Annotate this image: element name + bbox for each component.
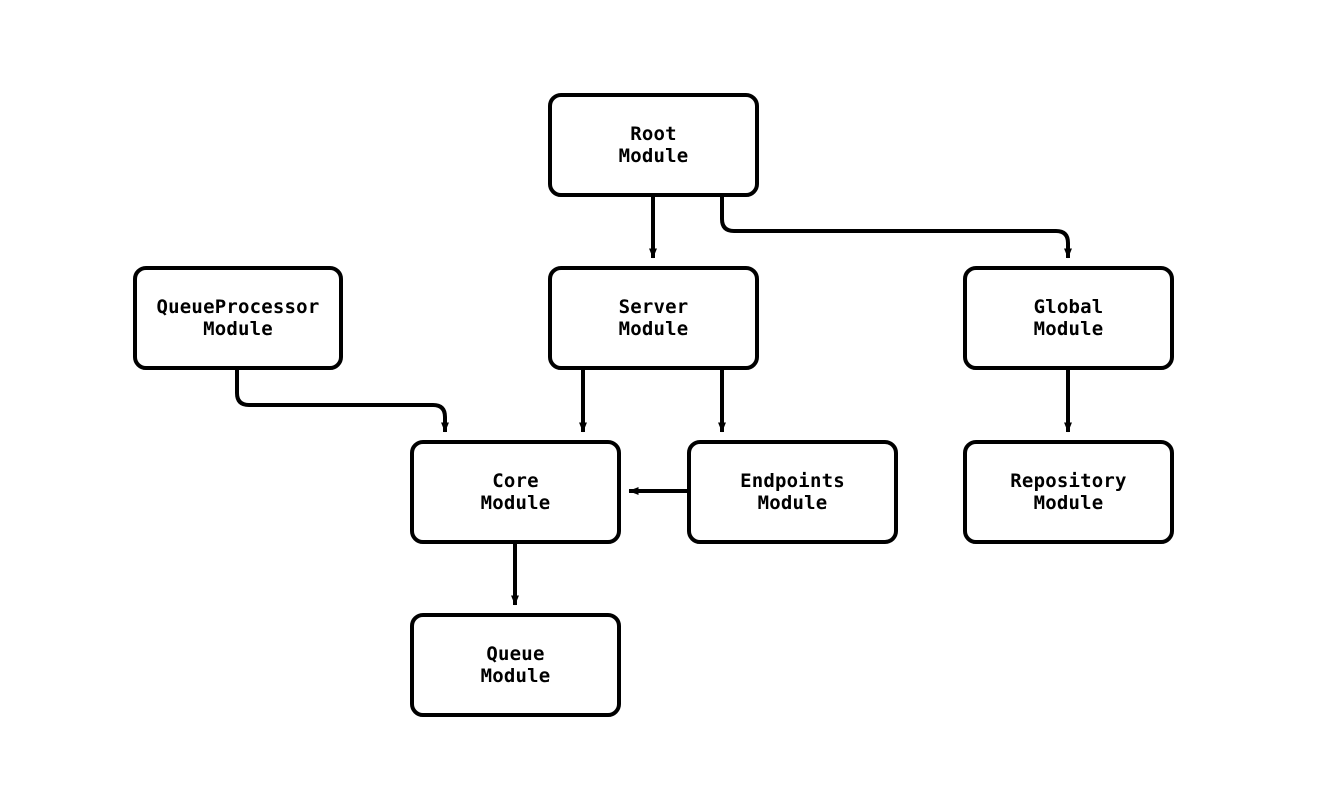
node-queue-module-line2: Module xyxy=(480,665,551,687)
node-endpoints-module[interactable]: Endpoints Module xyxy=(687,440,898,544)
node-global-module-line1: Global xyxy=(1033,296,1104,318)
node-server-module-line1: Server xyxy=(618,296,689,318)
node-server-module[interactable]: Server Module xyxy=(548,266,759,370)
node-root-module-line1: Root xyxy=(630,123,677,145)
node-repository-module-line2: Module xyxy=(1033,492,1104,514)
node-global-module-line2: Module xyxy=(1033,318,1104,340)
node-core-module-line2: Module xyxy=(480,492,551,514)
node-endpoints-module-line1: Endpoints xyxy=(740,470,845,492)
node-repository-module[interactable]: Repository Module xyxy=(963,440,1174,544)
node-endpoints-module-line2: Module xyxy=(757,492,828,514)
node-queueprocessor-module-line2: Module xyxy=(203,318,273,340)
node-queueprocessor-module[interactable]: QueueProcessor Module xyxy=(133,266,343,370)
node-repository-module-line1: Repository xyxy=(1010,470,1127,492)
edge-root-to-global xyxy=(720,197,1072,259)
node-core-module[interactable]: Core Module xyxy=(410,440,621,544)
node-root-module-line2: Module xyxy=(618,145,689,167)
node-global-module[interactable]: Global Module xyxy=(963,266,1174,370)
node-queueprocessor-module-line1: QueueProcessor xyxy=(156,296,320,318)
edge-queueprocessor-to-core xyxy=(235,370,449,433)
node-core-module-line1: Core xyxy=(492,470,539,492)
node-queue-module[interactable]: Queue Module xyxy=(410,613,621,717)
node-server-module-line2: Module xyxy=(618,318,689,340)
node-queue-module-line1: Queue xyxy=(486,643,545,665)
node-root-module[interactable]: Root Module xyxy=(548,93,759,197)
